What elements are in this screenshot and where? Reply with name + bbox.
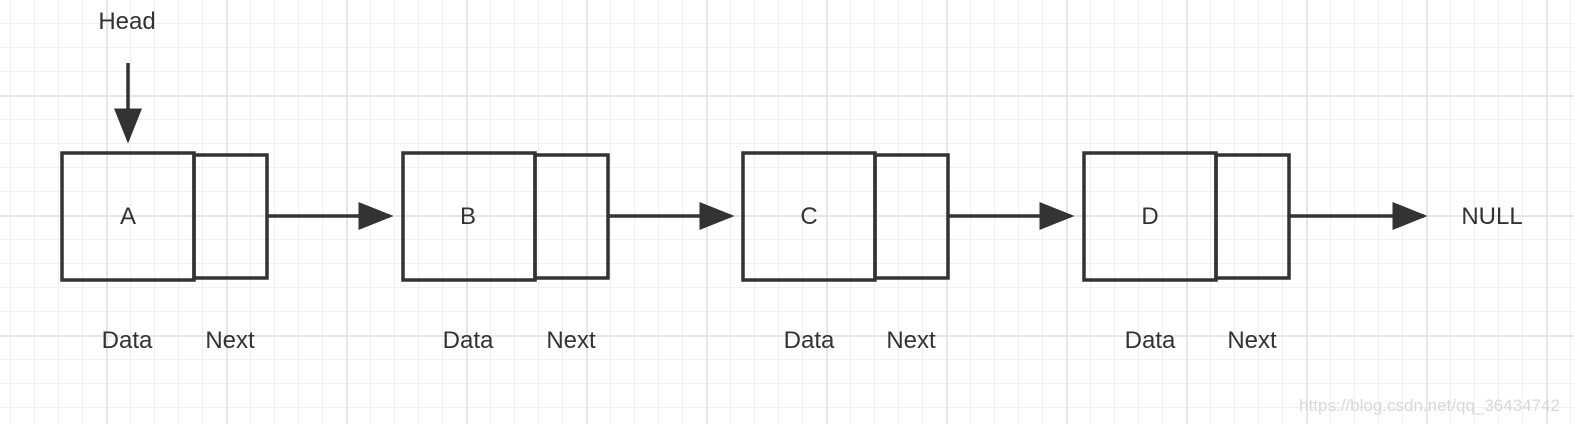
node-a-data-caption: Data: [101, 327, 153, 354]
watermark-text: https://blog.csdn.net/qq_36434742: [1299, 396, 1560, 415]
node-b-next-caption: Next: [546, 327, 596, 354]
node-b: [401, 151, 610, 282]
null-label: NULL: [1461, 203, 1523, 230]
node-a: [60, 151, 269, 282]
node-d-data-caption: Data: [1124, 327, 1176, 354]
node-b-next-box: [533, 153, 610, 280]
node-c-value: C: [800, 203, 818, 230]
node-d-next-box: [1214, 153, 1291, 280]
node-b-value: B: [459, 203, 477, 230]
node-c: [741, 151, 950, 282]
node-b-data-caption: Data: [442, 327, 494, 354]
node-d-value: D: [1141, 203, 1159, 230]
node-d: [1082, 151, 1291, 282]
node-c-next-box: [873, 153, 950, 280]
node-c-next-caption: Next: [886, 327, 936, 354]
node-c-data-caption: Data: [783, 327, 835, 354]
node-a-next-caption: Next: [205, 327, 255, 354]
node-a-value: A: [119, 203, 137, 230]
head-label: Head: [98, 8, 156, 35]
node-a-next-box: [192, 153, 269, 280]
node-d-next-caption: Next: [1227, 327, 1277, 354]
